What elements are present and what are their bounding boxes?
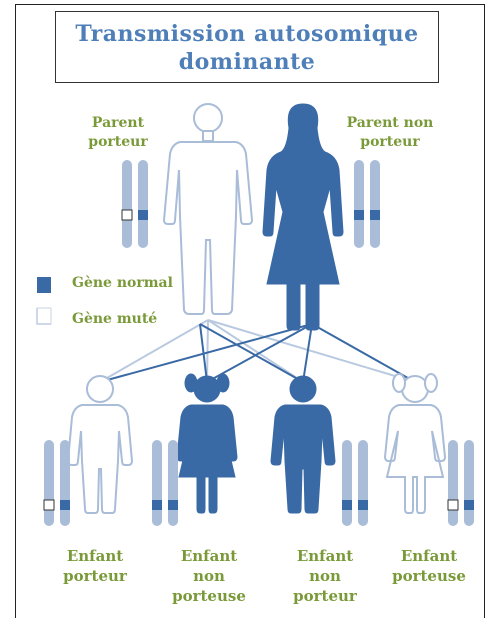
inheritance-lines-light [100, 320, 415, 382]
child-carrier-boy-figure [68, 376, 132, 513]
legend-normal-swatch [37, 277, 51, 293]
chromosome-pair-parent-carrier [122, 160, 148, 248]
chromosome-pair-child-1 [44, 440, 70, 526]
child-label-3: Enfant non porteur [280, 546, 370, 606]
parent-non-carrier-label: Parent non porteur [340, 114, 440, 152]
parent-carrier-figure [164, 104, 252, 314]
legend-mutated-swatch [37, 308, 51, 324]
child-carrier-girl-figure [385, 374, 445, 513]
child-non-carrier-boy-figure [271, 376, 335, 513]
legend-mutated-label: Gène muté [72, 311, 157, 327]
parent-carrier-label: Parent porteur [78, 114, 158, 152]
child-label-2: Enfant non porteuse [164, 546, 254, 606]
child-label-4: Enfant porteuse [384, 546, 474, 586]
chromosome-pair-child-4 [448, 440, 474, 526]
child-non-carrier-girl-figure [177, 374, 237, 513]
chromosome-pair-child-2 [152, 440, 178, 526]
legend-normal-label: Gène normal [72, 275, 173, 291]
inheritance-lines-dark [100, 324, 415, 382]
chromosome-pair-parent-non-carrier [354, 160, 380, 248]
parent-non-carrier-figure [263, 104, 343, 330]
child-label-1: Enfant porteur [50, 546, 140, 586]
chromosome-pair-child-3 [342, 440, 368, 526]
